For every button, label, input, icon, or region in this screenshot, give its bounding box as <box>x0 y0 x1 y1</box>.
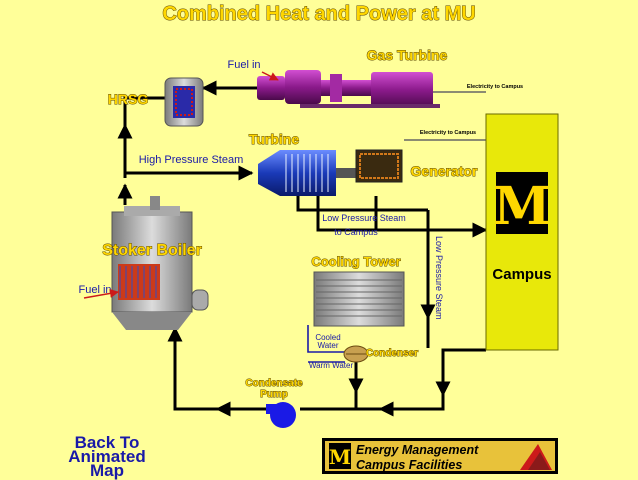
boiler-firebox <box>118 264 160 300</box>
fuel-in-top-arrow <box>261 71 279 81</box>
condensate-pump-label-1: Condensate <box>245 378 303 389</box>
low-pressure-to-campus <box>316 196 488 238</box>
generator-unit[interactable] <box>355 149 403 183</box>
fuel-in-boiler-label: Fuel in <box>78 284 111 296</box>
back-to-animated-map-link[interactable]: Back To Animated Map <box>62 433 152 480</box>
campus-label: Campus <box>492 266 551 283</box>
high-pressure-steam-label: High Pressure Steam <box>139 154 244 166</box>
cooled-water-line <box>307 325 345 353</box>
back-link-line-3: Map <box>90 461 124 480</box>
gas-turbine-label: Gas Turbine <box>367 47 448 63</box>
steam-turbine[interactable] <box>258 150 356 196</box>
boiler-tubes <box>119 266 157 298</box>
campus-building[interactable]: M <box>485 113 559 351</box>
condensate-return <box>173 320 266 411</box>
gas-turbine-intake <box>257 76 285 100</box>
warm-water-label: Warm Water <box>309 361 354 370</box>
hrsg-core <box>173 86 195 118</box>
cooling-tower-label: Cooling Tower <box>311 254 400 269</box>
fuel-in-boiler-arrow <box>83 288 119 299</box>
lp-steam-label-2: to Campus <box>334 227 378 237</box>
turbine-shaft <box>336 168 356 178</box>
back-link-line-1: Back To <box>74 433 140 452</box>
footer-fill <box>325 441 555 471</box>
mu-logo-backing <box>496 172 548 234</box>
mu-logo-icon: M <box>493 176 551 237</box>
generator-body <box>355 149 403 183</box>
boiler-base <box>112 312 192 330</box>
hrsg-coils <box>175 88 193 116</box>
turbine-label: Turbine <box>249 131 300 147</box>
footer-line-1: Energy Management <box>356 443 479 457</box>
condensate-pump-label-2: Pump <box>260 389 288 400</box>
generator-windings <box>359 153 399 179</box>
cooled-water-label-2: Water <box>317 341 338 350</box>
footer-logo-backing <box>329 443 351 469</box>
hrsg-line <box>123 96 165 178</box>
generator-label: Generator <box>411 163 478 179</box>
gas-turbine[interactable] <box>257 70 440 108</box>
boiler-hopper <box>191 289 209 311</box>
pump-outlet <box>266 404 284 414</box>
footer-line-2: Campus Facilities <box>356 458 462 472</box>
condenser-label: Condenser <box>366 348 418 359</box>
gas-turbine-flange <box>330 74 342 102</box>
cooling-water-loop <box>307 325 345 363</box>
footer-mu-logo-icon: M <box>329 445 351 469</box>
boiler-top <box>124 206 180 216</box>
cooled-water-label-1: Cooled <box>315 333 340 342</box>
fuel-in-top-label: Fuel in <box>227 59 260 71</box>
stoker-boiler-label: Stoker Boiler <box>102 242 202 259</box>
hrsg-unit[interactable] <box>164 77 204 127</box>
gas-turbine-body <box>285 70 321 104</box>
hrsg-label: HRSG <box>108 91 149 107</box>
condensate-pump[interactable] <box>266 402 296 428</box>
electricity-lines <box>404 91 486 141</box>
pipe-network <box>117 80 488 417</box>
lp-steam-label-1: Low Pressure Steam <box>322 213 406 223</box>
low-pressure-branch <box>296 196 428 212</box>
turbine-inlet <box>258 150 280 196</box>
stoker-boiler[interactable] <box>111 196 209 330</box>
gas-turbine-generator <box>371 72 433 108</box>
turbine-blades <box>285 154 329 192</box>
footer-banner: M Energy Management Campus Facilities <box>322 438 558 474</box>
boiler-stack <box>150 196 160 210</box>
cooling-tower-body <box>313 271 405 327</box>
footer-emblem-inner-icon <box>528 452 550 470</box>
gas-turbine-shaft <box>321 80 371 96</box>
lp-steam-vertical-label: Low Pressure Steam <box>434 236 444 320</box>
back-link-line-2: Animated <box>68 447 146 466</box>
electricity-label-gas: Electricity to Campus <box>467 84 523 90</box>
page-title: Combined Heat and Power at MU <box>162 3 475 25</box>
electricity-label-gen: Electricity to Campus <box>420 130 476 136</box>
condenser-unit[interactable] <box>343 345 369 363</box>
cooling-tower-slats <box>316 279 402 317</box>
campus-return <box>300 348 486 411</box>
gas-turbine-base <box>300 104 440 108</box>
turbine-casing <box>280 150 336 196</box>
cooling-tower[interactable] <box>313 271 405 327</box>
